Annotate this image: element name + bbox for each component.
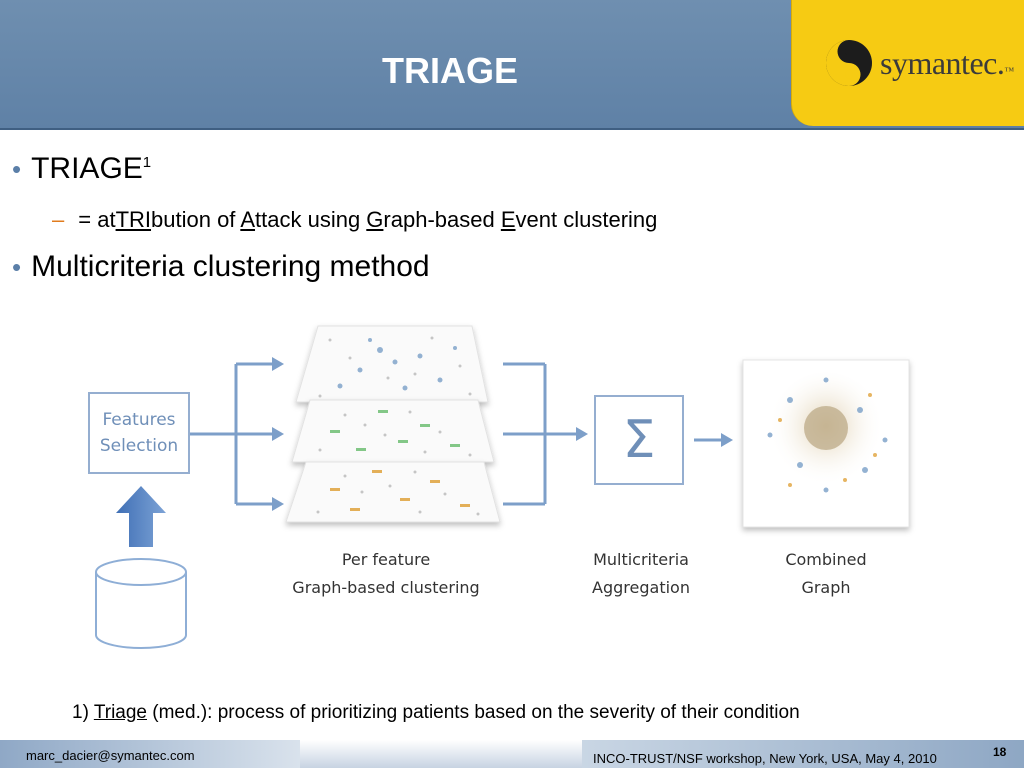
bullet-multicriteria: •Multicriteria clustering method — [12, 250, 430, 283]
symantec-swirl-icon — [826, 40, 872, 86]
up-arrow-icon — [116, 486, 166, 547]
slide-title: TRIAGE — [381, 50, 518, 91]
sigma-icon: Σ — [622, 410, 656, 470]
sigma-aggregation-box: Σ — [594, 395, 684, 485]
footnote: 1) Triage (med.): process of prioritizin… — [72, 702, 800, 723]
bullet-dot-icon: • — [12, 154, 22, 184]
logo-wordmark: symantec.™ — [880, 44, 1014, 81]
graph-layer-bottom — [285, 461, 501, 523]
symantec-logo-box: symantec.™ — [791, 0, 1024, 126]
page-number: 18 — [993, 745, 1007, 759]
dash-icon: – — [52, 207, 65, 232]
graph-layer-middle — [291, 399, 495, 463]
bullet-dot-icon: • — [12, 252, 22, 282]
diagram-graphics — [95, 325, 910, 649]
database-icon — [95, 558, 187, 649]
sub-bullet-acronym: –= atTRIbution of Attack using Graph-bas… — [52, 207, 658, 232]
graph-layer-top — [295, 325, 489, 403]
combined-graph-image — [742, 359, 910, 528]
footer-left-band — [0, 740, 300, 768]
footer-email: marc_dacier@symantec.com — [26, 748, 195, 763]
footnote-term: Triage — [93, 702, 147, 723]
bullet-triage: •TRIAGE1 — [12, 152, 152, 185]
footer-event: INCO-TRUST/NSF workshop, New York, USA, … — [593, 751, 937, 766]
footer-right-band — [582, 740, 1024, 768]
